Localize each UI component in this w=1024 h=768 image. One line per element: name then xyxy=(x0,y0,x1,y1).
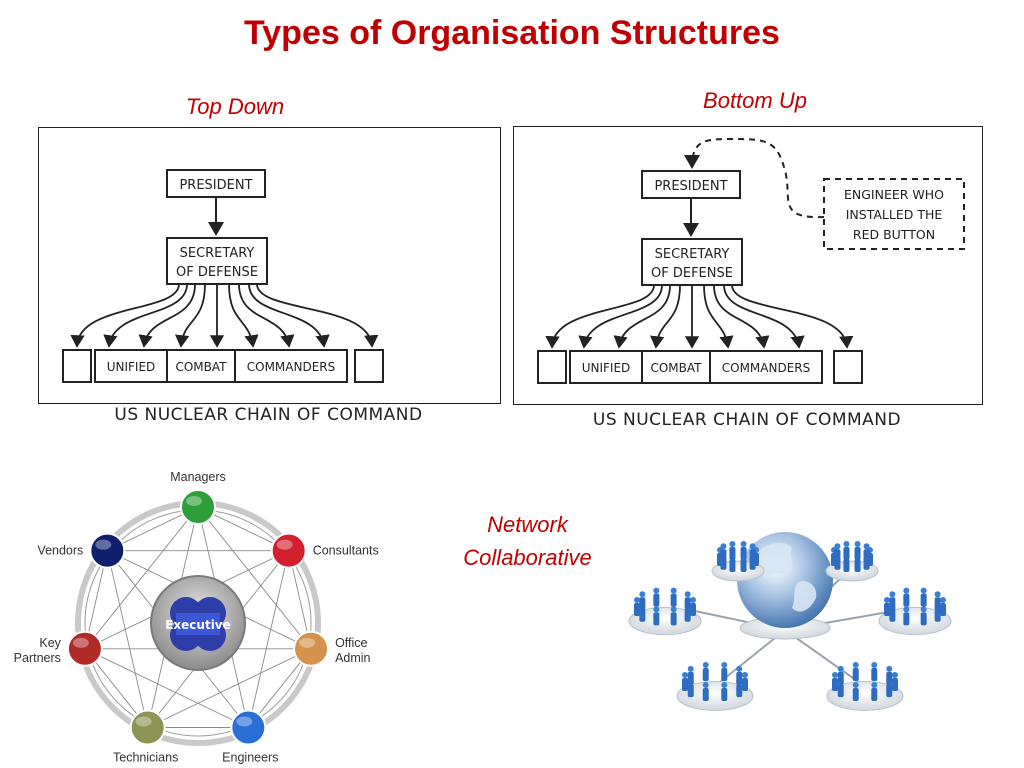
bottom-up-chart: PRESIDENT SECRETARY OF DEFENSE UNIFIED C… xyxy=(537,137,965,384)
person-icon xyxy=(653,587,660,607)
person-icon xyxy=(740,541,747,561)
person-icon xyxy=(920,587,927,607)
person-icon xyxy=(852,662,859,682)
dashed-arrow xyxy=(684,137,825,219)
person-icon xyxy=(742,672,748,691)
person-icon xyxy=(940,597,946,616)
person-icon xyxy=(684,591,691,611)
network-wheel-diagram: Executive ManagersConsultantsOfficeAdmin… xyxy=(14,470,379,765)
node-office xyxy=(293,630,330,667)
command-arrows xyxy=(70,283,379,348)
secretary-line2: OF DEFENSE xyxy=(651,266,733,281)
person-icon xyxy=(729,541,736,561)
global-network-illustration xyxy=(628,532,952,711)
person-icon xyxy=(852,681,859,701)
person-icon xyxy=(670,606,677,626)
person-icon xyxy=(653,606,660,626)
person-icon xyxy=(871,681,878,701)
node-label: Vendors xyxy=(37,544,83,558)
person-icon xyxy=(687,665,694,685)
node-consultants xyxy=(270,532,307,569)
person-icon xyxy=(634,597,640,616)
person-icon xyxy=(682,672,688,691)
commander-text-2: COMBAT xyxy=(175,360,227,374)
person-icon xyxy=(886,665,893,685)
node-label: Admin xyxy=(335,651,370,665)
node-vendors xyxy=(89,532,126,569)
network-label-line2: Collaborative xyxy=(463,545,592,570)
president-box xyxy=(641,170,741,199)
person-icon xyxy=(837,665,844,685)
top-down-caption: US NUCLEAR CHAIN OF COMMAND xyxy=(114,405,423,425)
commander-text-3: COMMANDERS xyxy=(722,361,811,375)
secretary-line2: OF DEFENSE xyxy=(176,265,258,280)
node-label: Managers xyxy=(170,470,226,484)
commander-text-3: COMMANDERS xyxy=(247,360,336,374)
person-icon xyxy=(920,606,927,626)
executive-label: Executive xyxy=(165,618,231,632)
bottom-up-caption: US NUCLEAR CHAIN OF COMMAND xyxy=(592,410,902,430)
person-icon xyxy=(721,681,728,701)
node-engineers xyxy=(230,709,267,746)
president-text: PRESIDENT xyxy=(179,178,252,193)
person-icon xyxy=(702,681,709,701)
page-title: Types of Organisation Structures xyxy=(244,14,780,52)
node-label: Partners xyxy=(14,651,61,665)
top-down-label: Top Down xyxy=(185,94,285,119)
node-label: Office xyxy=(335,636,367,650)
engineer-box xyxy=(823,178,965,250)
person-icon xyxy=(749,543,756,563)
top-down-diagram: PRESIDENT SECRETARY OF DEFENSE UNIFIED C… xyxy=(38,127,501,404)
person-icon xyxy=(720,543,727,563)
engineer-line3: RED BUTTON xyxy=(853,227,935,242)
node-label: Engineers xyxy=(222,751,278,765)
people-groups xyxy=(628,541,952,711)
bottom-up-diagram: PRESIDENT SECRETARY OF DEFENSE UNIFIED C… xyxy=(513,126,983,405)
node-managers xyxy=(180,489,216,525)
person-icon xyxy=(843,541,850,561)
person-icon xyxy=(639,591,646,611)
network-label: Network Collaborative xyxy=(430,508,625,574)
person-icon xyxy=(903,606,910,626)
secretary-box xyxy=(641,238,743,286)
node-label: Technicians xyxy=(113,751,178,765)
person-icon xyxy=(721,662,728,682)
commander-text-2: COMBAT xyxy=(650,361,702,375)
commander-text-1: UNIFIED xyxy=(107,360,156,374)
person-icon xyxy=(854,541,861,561)
person-icon xyxy=(884,597,890,616)
person-icon xyxy=(903,587,910,607)
bottom-up-label: Bottom Up xyxy=(703,88,807,113)
command-arrows xyxy=(545,284,854,349)
person-icon xyxy=(863,543,870,563)
node-label: Key xyxy=(39,636,61,650)
person-icon xyxy=(871,662,878,682)
person-icon xyxy=(690,597,696,616)
person-icon xyxy=(702,662,709,682)
president-text: PRESIDENT xyxy=(654,179,727,194)
person-icon xyxy=(889,591,896,611)
top-down-chart: PRESIDENT SECRETARY OF DEFENSE UNIFIED C… xyxy=(62,169,384,383)
node-technicians xyxy=(129,709,166,746)
secretary-line1: SECRETARY xyxy=(180,246,255,261)
engineer-line2: INSTALLED THE xyxy=(846,207,943,222)
person-icon xyxy=(736,665,743,685)
secretary-box xyxy=(166,237,268,285)
person-icon xyxy=(934,591,941,611)
secretary-line1: SECRETARY xyxy=(655,247,730,262)
engineer-line1: ENGINEER WHO xyxy=(844,187,944,202)
person-icon xyxy=(834,543,841,563)
executive-icon xyxy=(170,597,226,651)
person-icon xyxy=(670,587,677,607)
node-label: Consultants xyxy=(313,544,379,558)
commander-text-1: UNIFIED xyxy=(582,361,631,375)
person-icon xyxy=(892,672,898,691)
person-icon xyxy=(832,672,838,691)
network-label-line1: Network xyxy=(487,512,568,537)
node-key xyxy=(66,630,103,667)
